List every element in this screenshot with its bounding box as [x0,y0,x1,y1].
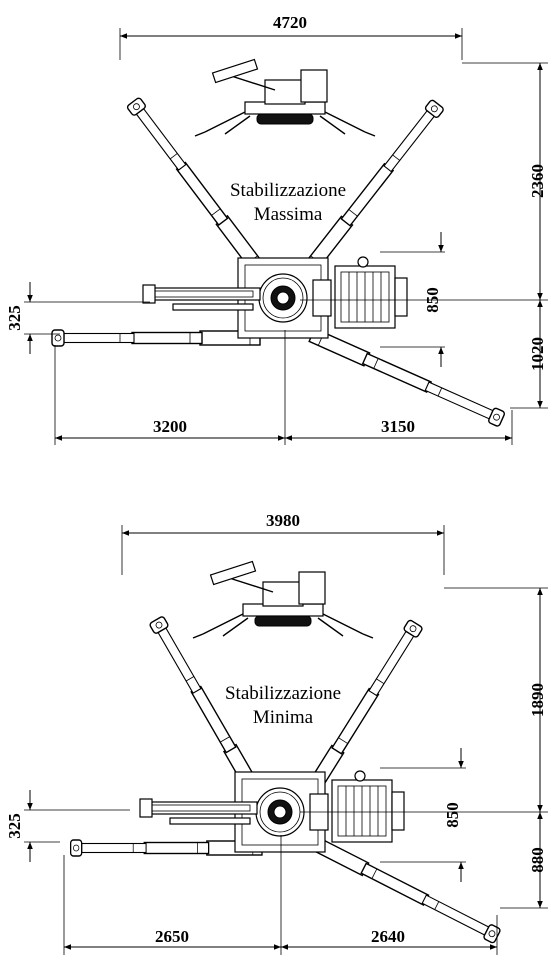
side-view-machine [194,58,376,137]
right-reach-label: 3150 [381,417,415,436]
machine-body [142,256,408,339]
overall-width-label: 4720 [273,13,307,32]
side-view-machine [192,560,374,639]
rear-left-outrigger [51,329,261,347]
rear-depth-label: 880 [528,847,547,873]
left-reach-label: 3200 [153,417,187,436]
diagram-title-line2: Minima [253,707,314,728]
body-width-label: 850 [443,802,462,828]
body-width-label: 850 [423,287,442,313]
diagram-title-line2: Massima [254,204,323,225]
machine-body [139,770,405,853]
diagram-title-line1: Stabilizzazione [225,683,341,704]
right-reach-label: 2640 [371,927,405,946]
min-stabilization-diagram: 3980 Stabilizzazione Minima 1890 850 880… [5,511,548,955]
overall-width-label: 3980 [266,511,300,530]
rear-right-outrigger [308,326,506,428]
side-offset-label: 325 [5,305,24,331]
front-depth-label: 1890 [528,683,547,717]
diagram-title-line1: Stabilizzazione [230,180,346,201]
front-depth-label: 2360 [528,164,547,198]
max-stabilization-diagram: 4720 Stabilizzazione Massima 2360 850 10… [5,13,548,445]
rear-left-outrigger [69,839,263,857]
rear-depth-label: 1020 [528,337,547,371]
left-reach-label: 2650 [155,927,189,946]
side-offset-label: 325 [5,813,24,839]
